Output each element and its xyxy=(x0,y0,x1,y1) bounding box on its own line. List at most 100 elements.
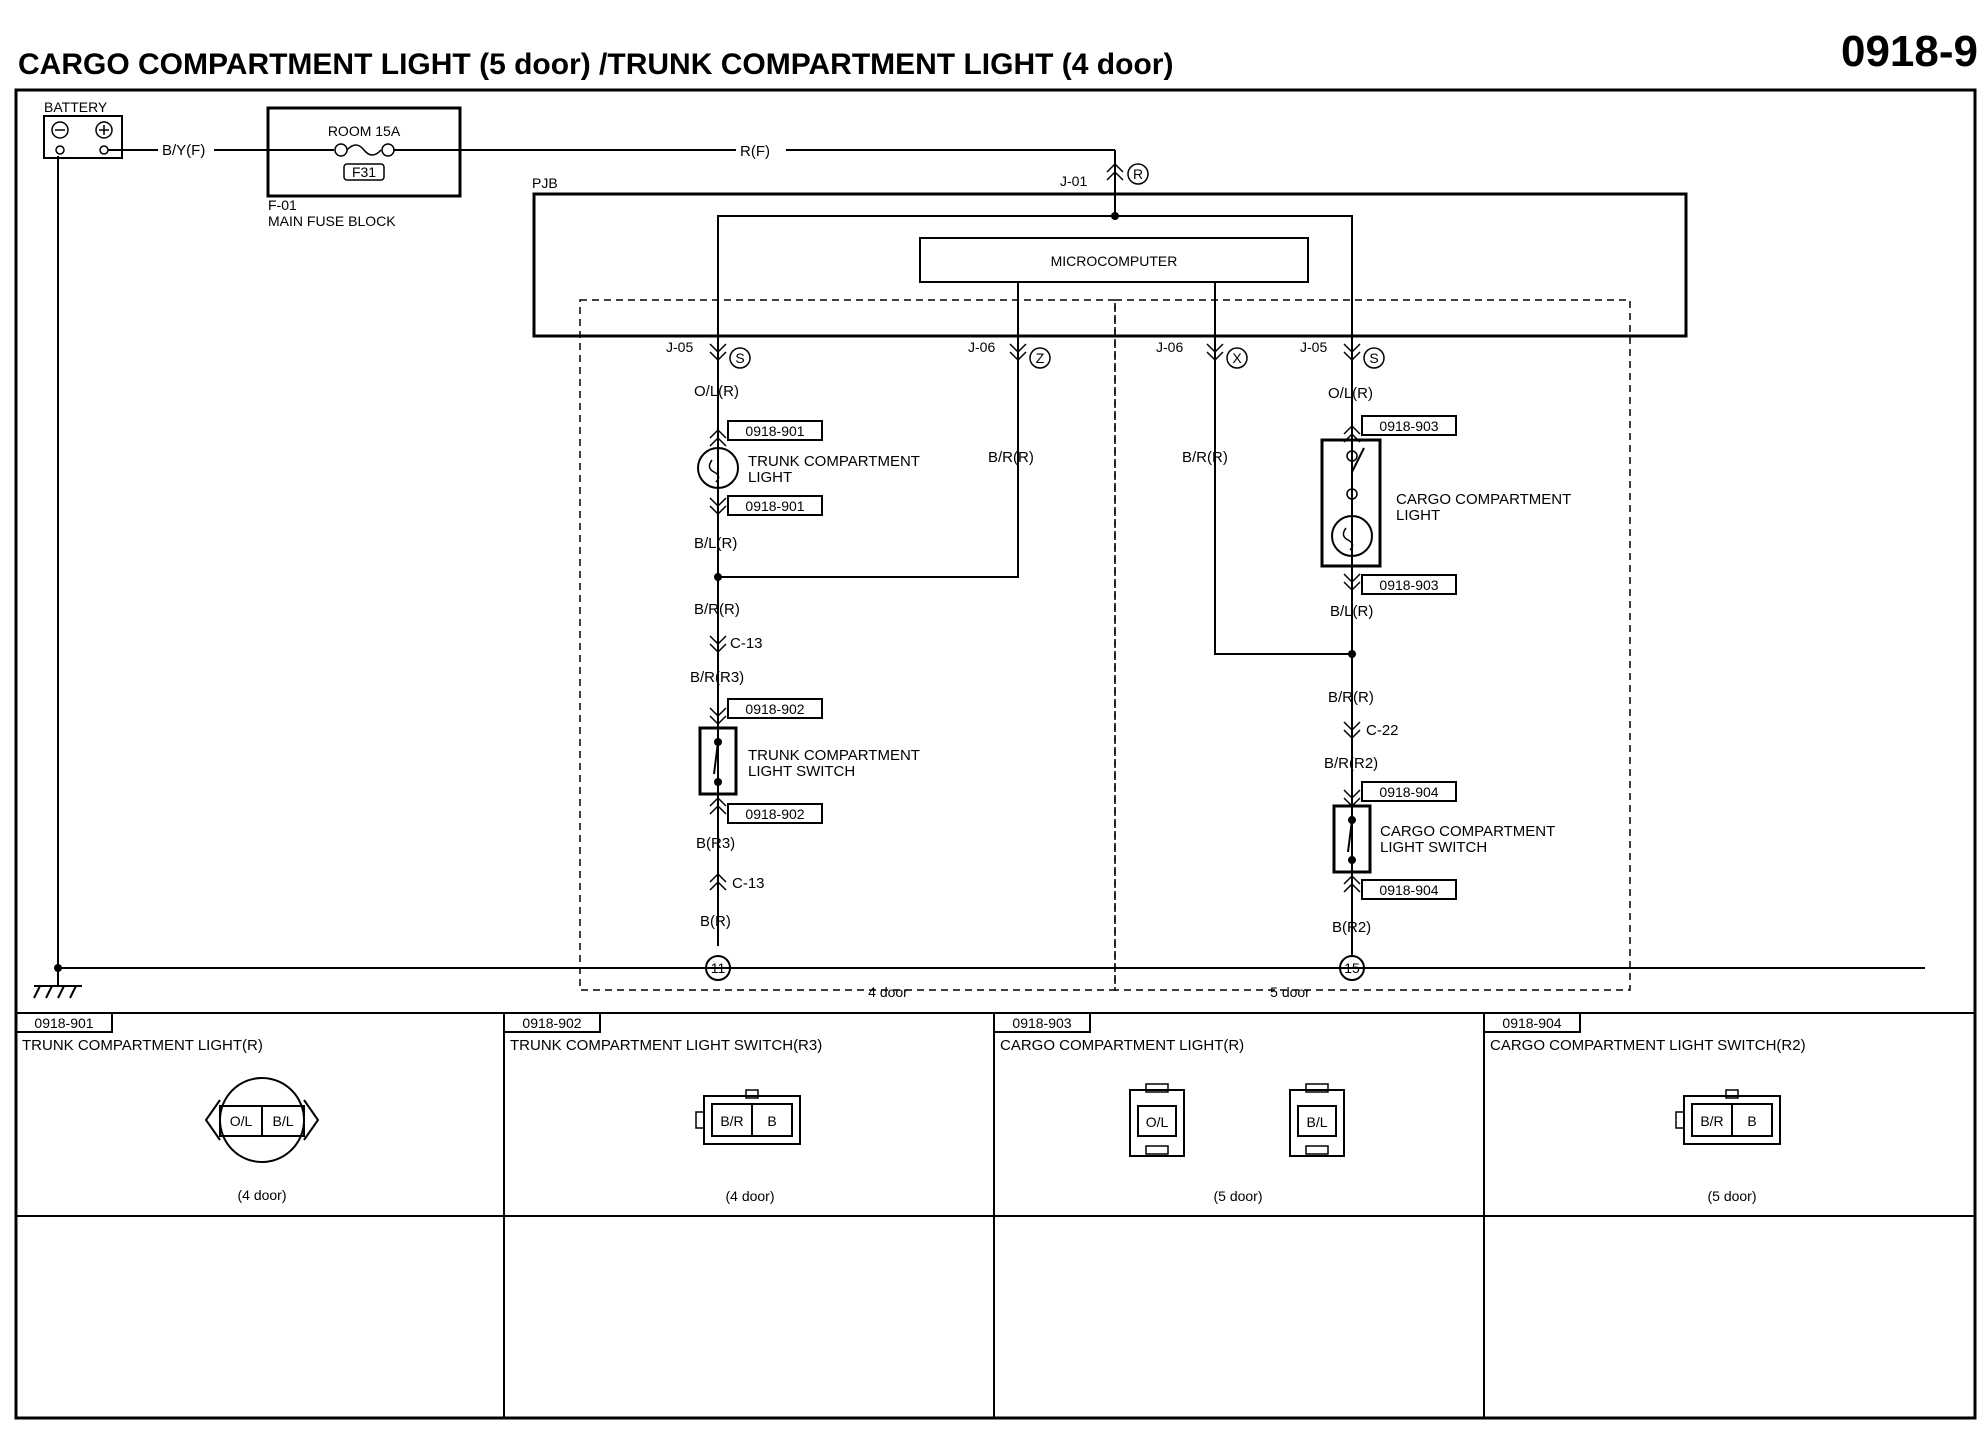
pin-label: B xyxy=(1747,1113,1756,1129)
circle-label-s: S xyxy=(1369,350,1378,366)
connector-id: 0918-904 xyxy=(1379,784,1438,800)
lamp-icon xyxy=(697,447,739,489)
page-title: CARGO COMPARTMENT LIGHT (5 door) /TRUNK … xyxy=(18,48,1173,81)
connector-tag-902 xyxy=(727,698,823,719)
wire-label: B/R(R) xyxy=(1328,689,1374,706)
main-fuse-block xyxy=(266,106,462,198)
wire-label: B/R(R) xyxy=(1182,449,1228,466)
view-id: 0918-903 xyxy=(1012,1015,1071,1031)
connector-tag-903 xyxy=(1361,574,1457,595)
pin-j01: J-01 xyxy=(1060,173,1087,189)
microcomputer-label: MICROCOMPUTER xyxy=(1051,253,1178,269)
cargo-switch-label: CARGO COMPARTMENT xyxy=(1380,823,1555,840)
connector-view-902: 0918-902 TRUNK COMPARTMENT LIGHT SWITCH(… xyxy=(503,1012,822,1204)
pin-j06-left: J-06 xyxy=(968,339,995,355)
connector-view-904: 0918-904 CARGO COMPARTMENT LIGHT SWITCH(… xyxy=(1483,1012,1806,1204)
view-note: (5 door) xyxy=(1707,1188,1756,1204)
connector-tag-904 xyxy=(1361,879,1457,900)
ground-point-11 xyxy=(705,955,731,981)
view-name: CARGO COMPARTMENT LIGHT SWITCH(R2) xyxy=(1490,1037,1806,1054)
fuse-rating: ROOM 15A xyxy=(328,123,401,139)
wire-label: B(R3) xyxy=(696,835,735,852)
connector-tag-902 xyxy=(727,803,823,824)
wire-label: B/L(R) xyxy=(1330,603,1373,620)
microcomputer xyxy=(919,237,1309,283)
trunk-switch-label: TRUNK COMPARTMENT xyxy=(748,747,920,764)
wire-label: B(R) xyxy=(700,913,731,930)
switch-icon xyxy=(698,726,738,796)
view-name: TRUNK COMPARTMENT LIGHT(R) xyxy=(22,1037,263,1054)
connector-id: 0918-902 xyxy=(745,701,804,717)
view-id: 0918-902 xyxy=(522,1015,581,1031)
view-note: (4 door) xyxy=(237,1187,286,1203)
pin-label: O/L xyxy=(1146,1114,1169,1130)
wire-label: B/R(R3) xyxy=(690,669,744,686)
cargo-light-label: CARGO COMPARTMENT xyxy=(1396,491,1571,508)
fuse-id: F31 xyxy=(352,164,376,180)
switch-icon xyxy=(1332,804,1372,874)
diagram-frame xyxy=(14,88,1977,1420)
region-4-door xyxy=(579,299,1116,991)
connector-id: 0918-901 xyxy=(745,498,804,514)
circle-label-r: R xyxy=(1133,166,1143,182)
view-id: 0918-904 xyxy=(1502,1015,1561,1031)
wire-label: O/L(R) xyxy=(694,383,739,400)
connector-c22: C-22 xyxy=(1366,722,1399,739)
region-label-4door: 4 door xyxy=(868,984,908,1000)
connector-view-901: 0918-901 TRUNK COMPARTMENT LIGHT(R) O/L … xyxy=(15,1012,320,1203)
circle-label-x: X xyxy=(1232,350,1242,366)
connector-id: 0918-904 xyxy=(1379,882,1438,898)
connector-tag-901 xyxy=(727,495,823,516)
region-label-5door: 5 door xyxy=(1270,984,1310,1000)
wire-label: B/R(R) xyxy=(694,601,740,618)
pin-j05-left: J-05 xyxy=(666,339,693,355)
connector-id: 0918-901 xyxy=(745,423,804,439)
view-name: TRUNK COMPARTMENT LIGHT SWITCH(R3) xyxy=(510,1037,822,1054)
fuse-block-id: F-01 xyxy=(268,197,297,213)
pin-label: B/L xyxy=(272,1113,293,1129)
pin-label: B/R xyxy=(1700,1113,1723,1129)
wire-label: B/R(R2) xyxy=(1324,755,1378,772)
connector-c13: C-13 xyxy=(730,635,763,652)
trunk-switch-label: LIGHT SWITCH xyxy=(748,763,855,780)
pin-j06-right: J-06 xyxy=(1156,339,1183,355)
wire-label: B/R(R) xyxy=(988,449,1034,466)
view-note: (5 door) xyxy=(1213,1188,1262,1204)
view-id: 0918-901 xyxy=(34,1015,93,1031)
pin-label: B/R xyxy=(720,1113,743,1129)
pjb-label: PJB xyxy=(532,175,558,191)
connector-id: 0918-902 xyxy=(745,806,804,822)
battery-label: BATTERY xyxy=(44,99,108,115)
fuse-id-badge xyxy=(343,163,385,181)
ground-id: 11 xyxy=(711,960,726,976)
connector-tag-901 xyxy=(727,420,823,441)
pin-j05-right: J-05 xyxy=(1300,339,1327,355)
cargo-switch-label: LIGHT SWITCH xyxy=(1380,839,1487,856)
pin-label: B xyxy=(767,1113,776,1129)
pin-label: O/L xyxy=(230,1113,253,1129)
connector-c13: C-13 xyxy=(732,875,765,892)
trunk-light-label: TRUNK COMPARTMENT xyxy=(748,453,920,470)
view-note: (4 door) xyxy=(725,1188,774,1204)
region-5-door xyxy=(1114,299,1631,991)
trunk-light-label: LIGHT xyxy=(748,469,792,486)
wire-label: B/Y(F) xyxy=(162,142,205,159)
pjb-box xyxy=(532,192,1688,338)
ground-point-15 xyxy=(1339,955,1365,981)
fuse-block-name: MAIN FUSE BLOCK xyxy=(268,213,396,229)
cargo-light-label: LIGHT xyxy=(1396,507,1440,524)
connector-tag-903 xyxy=(1361,415,1457,436)
connector-id: 0918-903 xyxy=(1379,577,1438,593)
fuse-icon xyxy=(346,144,382,156)
connector-tag-904 xyxy=(1361,781,1457,802)
ground-symbol xyxy=(33,968,82,999)
wire-label: R(F) xyxy=(740,143,770,160)
connector-id: 0918-903 xyxy=(1379,418,1438,434)
wire-label: B(R2) xyxy=(1332,919,1371,936)
page-number: 0918-9 xyxy=(1841,27,1978,76)
wire-label: O/L(R) xyxy=(1328,385,1373,402)
battery: BATTERY xyxy=(43,99,123,159)
circle-label-z: Z xyxy=(1036,350,1045,366)
pin-label: B/L xyxy=(1306,1114,1327,1130)
